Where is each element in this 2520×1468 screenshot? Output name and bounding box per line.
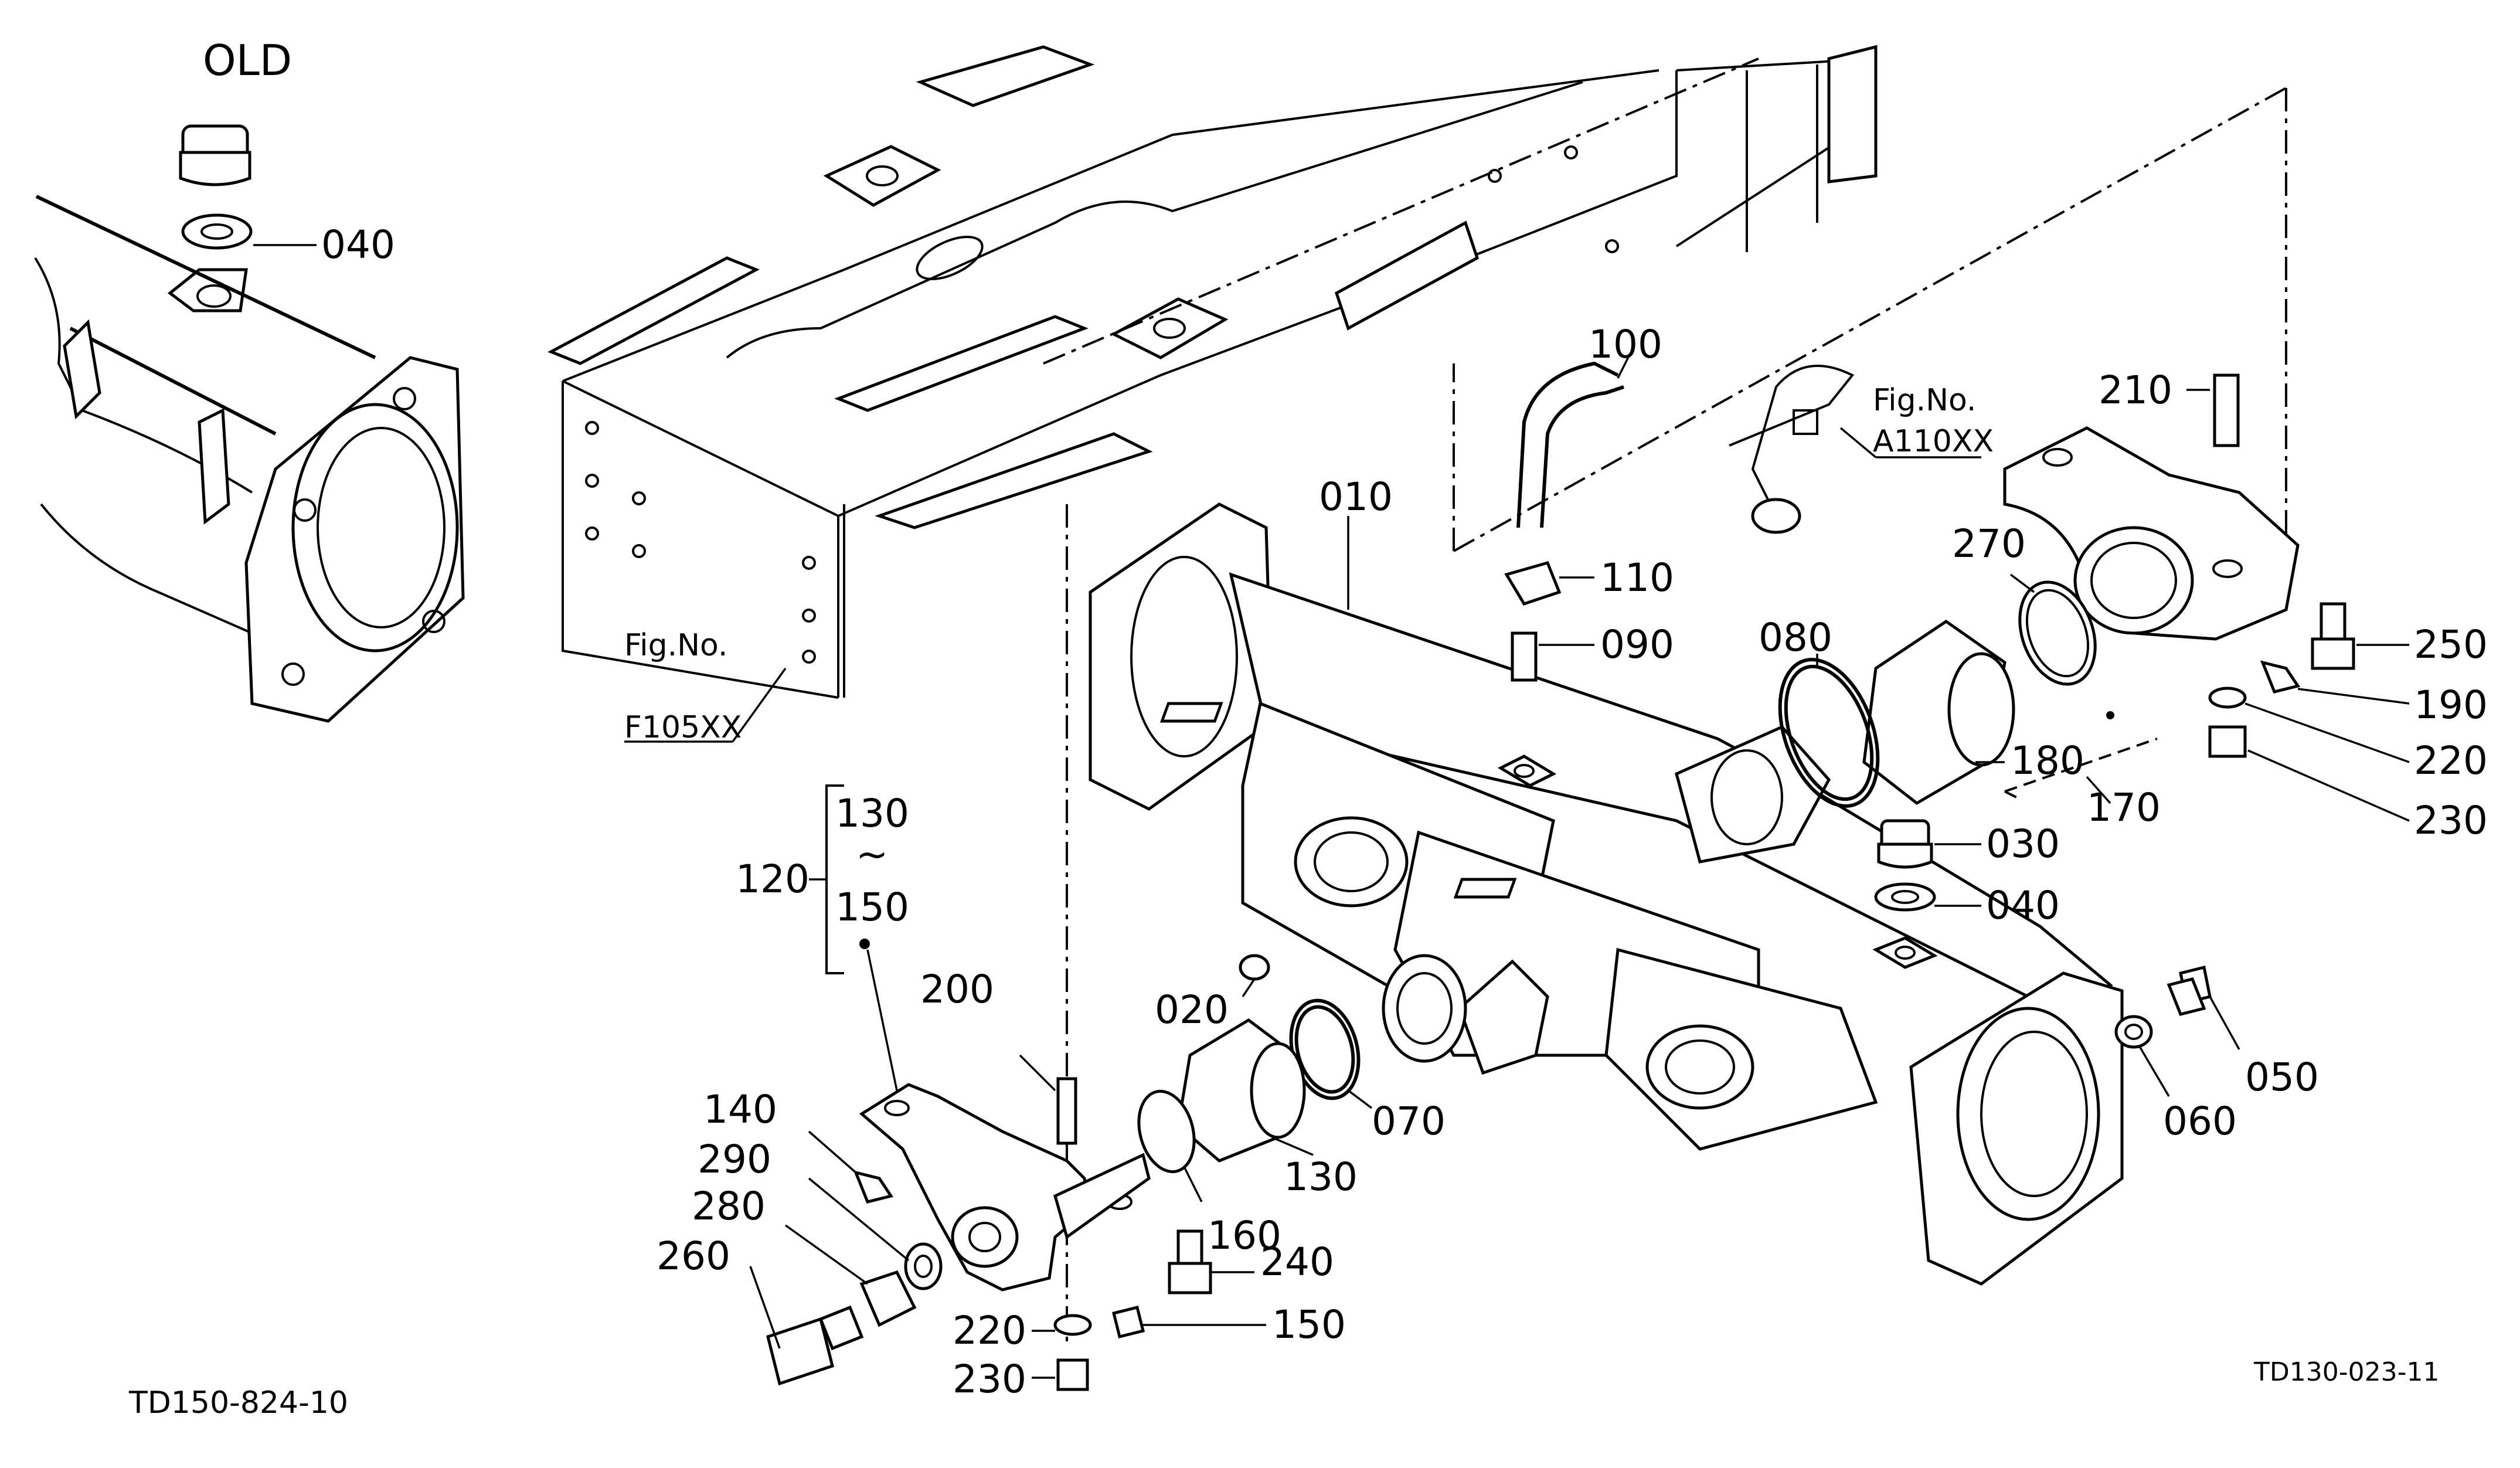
label-030: 030	[1986, 821, 2060, 866]
label-210: 210	[2099, 368, 2172, 413]
label-230-right: 230	[2414, 798, 2488, 843]
drawing-code-right: TD130-023-11	[2253, 1357, 2439, 1387]
label-100: 100	[1589, 322, 1662, 367]
label-220-right: 220	[2414, 738, 2488, 783]
label-140: 140	[703, 1087, 777, 1132]
label-240: 240	[1260, 1239, 1334, 1284]
old-title: OLD	[203, 36, 292, 85]
label-220-left: 220	[953, 1308, 1026, 1353]
hose-group: 100 110 090 Fig.No. A110XX	[1504, 322, 1994, 682]
left-bracket-group: 130 ~ 150 120 200 240 150 220 230	[657, 784, 1346, 1402]
label-250: 250	[2414, 622, 2488, 667]
label-040: 040	[1986, 883, 2060, 928]
front-component-group: 020 070 130 160	[1137, 954, 1446, 1258]
label-280: 280	[692, 1184, 766, 1229]
plug-group-right: 030 040 050 060	[1874, 819, 2319, 1144]
old-washer	[181, 213, 253, 250]
label-200: 200	[920, 967, 994, 1012]
fig-ref-hose-a: Fig.No.	[1873, 383, 1976, 418]
fig-ref-hose-b: A110XX	[1873, 424, 1994, 459]
label-160: 160	[1208, 1213, 1281, 1258]
drawing-code-left: TD150-824-10	[128, 1385, 348, 1421]
label-190: 190	[2414, 682, 2488, 728]
label-260: 260	[657, 1233, 730, 1279]
label-050: 050	[2245, 1055, 2319, 1100]
label-range-tilde: ~	[856, 832, 888, 877]
label-070: 070	[1372, 1099, 1446, 1144]
fig-ref-frame-b: F105XX	[624, 710, 742, 745]
old-inset: OLD 040	[34, 36, 465, 723]
label-110: 110	[1600, 555, 1674, 600]
right-bracket-group: 210 270 180 080 170 250 190 220	[1759, 368, 2488, 843]
label-230-left: 230	[953, 1357, 1026, 1402]
label-020: 020	[1155, 987, 1229, 1032]
old-plug	[179, 124, 251, 186]
label-170: 170	[2087, 785, 2161, 830]
label-040-old: 040	[321, 222, 395, 267]
label-150-range: 150	[835, 885, 909, 930]
label-130: 130	[1284, 1154, 1358, 1199]
label-270: 270	[1952, 521, 2026, 566]
label-150: 150	[1272, 1302, 1346, 1347]
label-290: 290	[698, 1137, 771, 1182]
label-080: 080	[1759, 615, 1832, 660]
label-130-range: 130	[835, 791, 909, 836]
frame-assembly: Fig.No. F105XX	[547, 45, 2287, 1343]
old-boss	[167, 268, 248, 312]
label-010: 010	[1319, 474, 1393, 519]
label-090: 090	[1600, 622, 1674, 667]
label-060: 060	[2163, 1099, 2237, 1144]
fig-ref-frame-a: Fig.No.	[624, 628, 727, 663]
label-120: 120	[736, 857, 810, 902]
